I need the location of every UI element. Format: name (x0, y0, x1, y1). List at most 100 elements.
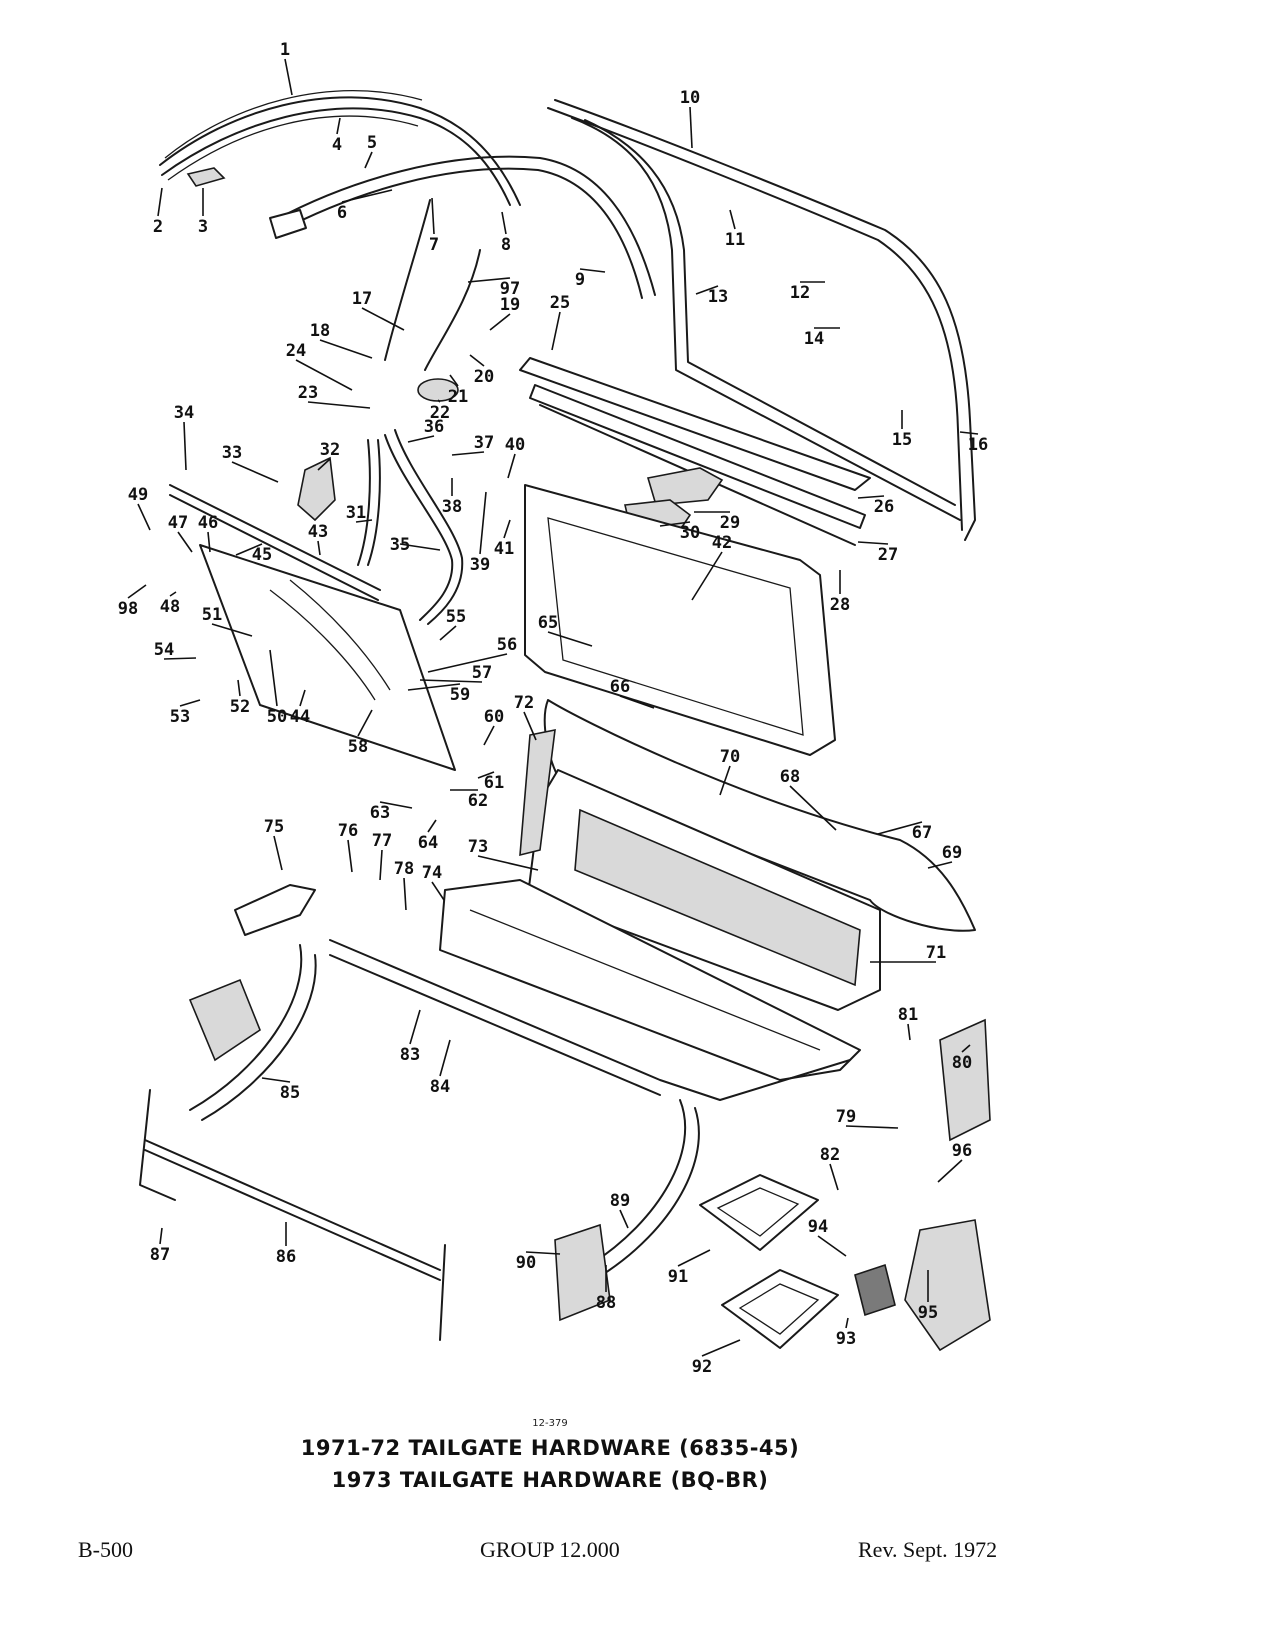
callout-90: 90 (516, 1253, 536, 1273)
callout-96: 96 (952, 1141, 972, 1161)
callout-leader-84 (439, 1039, 451, 1077)
callout-leader-16 (959, 431, 979, 435)
callout-17: 17 (352, 289, 372, 309)
footer-revision: Rev. Sept. 1972 (858, 1537, 998, 1562)
callout-leader-30 (659, 521, 691, 527)
bracket-90 (554, 1223, 611, 1322)
callout-leader-4 (336, 117, 341, 135)
hinge-85 (189, 944, 303, 1111)
callout-95: 95 (918, 1303, 938, 1323)
callout-2: 2 (153, 217, 163, 237)
callout-leader-67 (877, 821, 923, 835)
callout-leader-96 (937, 1159, 963, 1183)
callout-leader-60 (483, 725, 495, 746)
callout-13: 13 (708, 287, 728, 307)
callout-20: 20 (474, 367, 494, 387)
callout-82: 82 (820, 1145, 840, 1165)
callout-4: 4 (332, 135, 342, 155)
callout-18: 18 (310, 321, 330, 341)
callout-94: 94 (808, 1217, 828, 1237)
callout-58: 58 (348, 737, 368, 757)
callout-76: 76 (338, 821, 358, 841)
callout-74: 74 (422, 863, 442, 883)
callout-79: 79 (836, 1107, 856, 1127)
callout-leader-10 (689, 106, 693, 149)
callout-12: 12 (790, 283, 810, 303)
callout-42: 42 (712, 533, 732, 553)
glass-frame (554, 99, 976, 541)
callout-57: 57 (472, 663, 492, 683)
plate-3 (186, 167, 226, 187)
callout-53: 53 (170, 707, 190, 727)
callout-leader-51 (211, 623, 253, 637)
callout-leader-2 (157, 187, 163, 217)
callout-leader-46 (207, 531, 211, 553)
callout-71: 71 (926, 943, 946, 963)
callout-leader-45 (235, 543, 263, 556)
callout-14: 14 (804, 329, 824, 349)
inner-box-74 (439, 879, 861, 1081)
callout-leader-39 (479, 491, 487, 555)
callout-31: 31 (346, 503, 366, 523)
callout-leader-97 (467, 277, 511, 283)
callout-8: 8 (501, 235, 511, 255)
callout-73: 73 (468, 837, 488, 857)
callout-5: 5 (367, 133, 377, 153)
cover-95 (904, 1219, 991, 1352)
callout-leader-36 (407, 435, 435, 443)
callout-leader-19 (489, 313, 511, 331)
callout-leader-72 (523, 711, 537, 741)
callout-leader-75 (273, 835, 283, 871)
callout-leader-56 (427, 653, 508, 673)
callout-leader-8 (501, 211, 507, 235)
callout-leader-78 (403, 877, 407, 911)
callout-28: 28 (830, 595, 850, 615)
callout-leader-44 (299, 689, 306, 707)
callout-leader-64 (427, 819, 437, 833)
hose-35 (384, 434, 454, 621)
callout-leader-18 (319, 339, 373, 359)
rod-17 (384, 199, 431, 361)
callout-97: 97 (500, 279, 520, 299)
callout-60: 60 (484, 707, 504, 727)
callout-22: 22 (430, 403, 450, 423)
callout-46: 46 (198, 513, 218, 533)
callout-leader-74 (431, 881, 445, 901)
glass-44 (199, 544, 456, 771)
callout-leader-24 (295, 359, 353, 391)
callout-9: 9 (575, 270, 585, 290)
callout-61: 61 (484, 773, 504, 793)
side-weatherstrip (274, 155, 656, 296)
callout-30: 30 (680, 523, 700, 543)
callout-leader-57 (419, 679, 483, 683)
frame-92 (721, 1269, 839, 1349)
callout-47: 47 (168, 513, 188, 533)
callout-63: 63 (370, 803, 390, 823)
callout-leader-53 (179, 699, 201, 707)
callout-81: 81 (898, 1005, 918, 1025)
callout-leader-6 (341, 189, 393, 203)
callout-leader-48 (169, 591, 177, 597)
callout-84: 84 (430, 1077, 450, 1097)
callout-leader-9 (579, 268, 606, 273)
callout-27: 27 (878, 545, 898, 565)
bracket-32 (297, 456, 336, 522)
callout-66: 66 (610, 677, 630, 697)
callout-52: 52 (230, 697, 250, 717)
callout-leader-25 (551, 311, 561, 351)
callout-leader-17 (361, 307, 405, 331)
callout-91: 91 (668, 1267, 688, 1287)
callout-leader-34 (183, 421, 187, 471)
callout-40: 40 (505, 435, 525, 455)
callout-leader-65 (547, 631, 593, 647)
callout-72: 72 (514, 693, 534, 713)
callout-leader-83 (409, 1009, 421, 1045)
cover-75 (234, 884, 316, 936)
callout-leader-54 (163, 657, 197, 660)
callout-leader-80 (961, 1044, 971, 1053)
callout-51: 51 (202, 605, 222, 625)
callout-leader-7 (431, 197, 435, 235)
callout-33: 33 (222, 443, 242, 463)
